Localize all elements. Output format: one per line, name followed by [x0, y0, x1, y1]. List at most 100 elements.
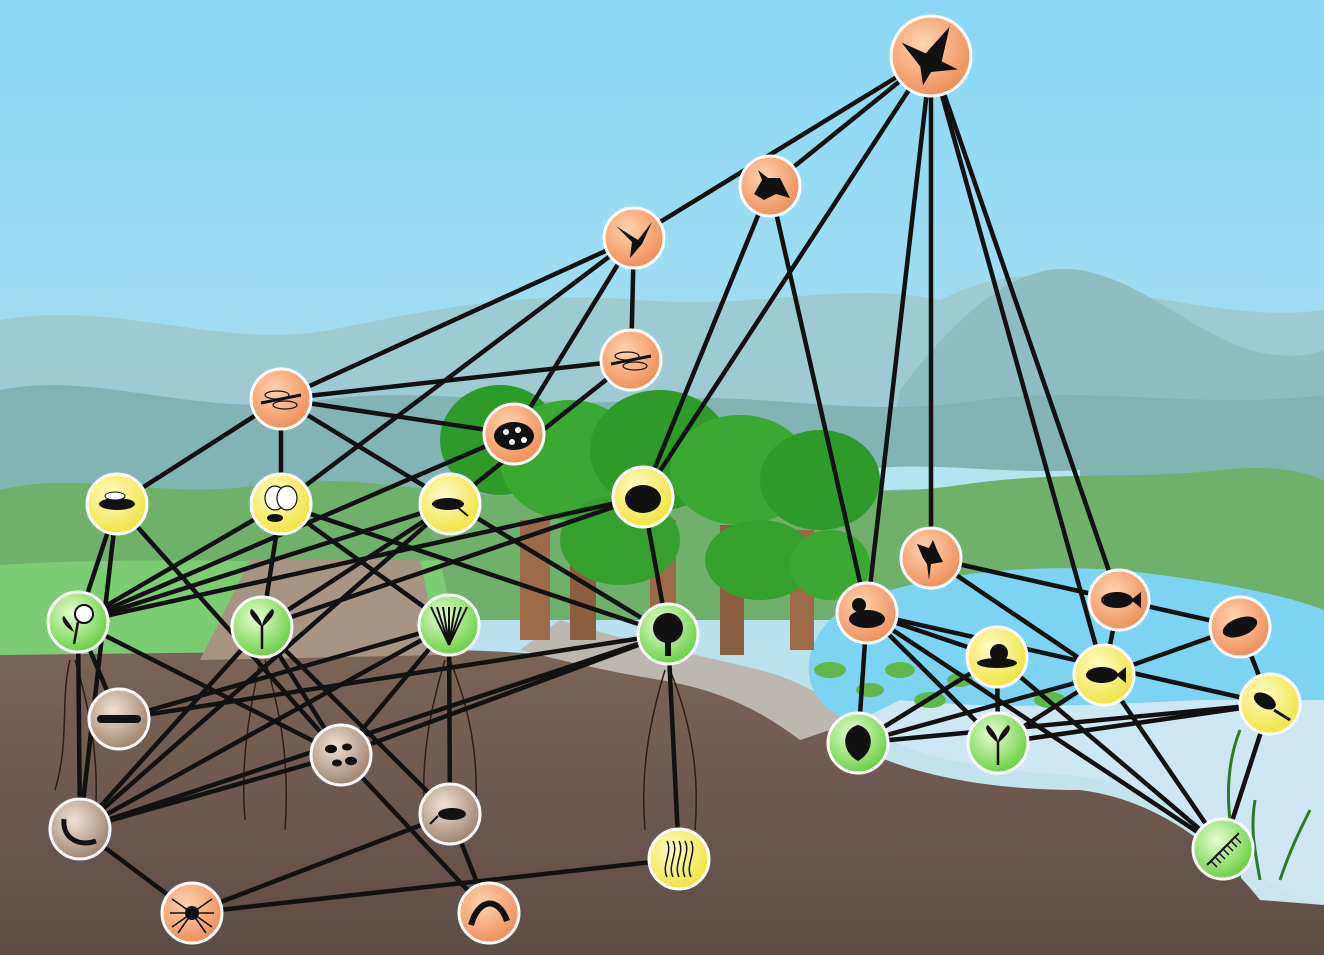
node-centipede-disc [457, 881, 521, 945]
link-eagle-fish [928, 53, 1107, 678]
water-seedling-icon [986, 725, 1010, 765]
link-worm-microbes [77, 752, 344, 832]
node-flower [46, 590, 110, 654]
spider-icon [170, 898, 214, 934]
link-swallow-lacewing [278, 235, 637, 402]
link-dragonfly-lacewing [278, 357, 634, 402]
node-fox [738, 154, 802, 218]
link-eagle-swallow [631, 53, 934, 241]
node-worm-disc [48, 797, 112, 861]
hedgehog-icon [625, 485, 661, 513]
link-wasp-microbes [114, 501, 344, 758]
link-duck-pondweed [864, 610, 1226, 852]
tree-icon [653, 613, 683, 656]
springtail-icon [429, 808, 466, 825]
link-lacewing-ladybird [278, 396, 517, 437]
node-heron [899, 526, 963, 590]
leaf-plant-icon [845, 725, 871, 761]
duck-icon [849, 598, 885, 628]
link-grass-millipede [116, 622, 452, 722]
link-tadpole-leaf-plant [855, 701, 1273, 746]
node-ladybird [482, 402, 546, 466]
link-swallow-butterfly [278, 235, 637, 507]
link-butterfly-grass [278, 501, 452, 628]
link-duck-tadpole [864, 610, 1273, 707]
link-fish-pondweed [1101, 672, 1226, 852]
link-seedling-springtail [259, 624, 453, 817]
swallow-icon [616, 222, 652, 258]
grass-icon [430, 606, 468, 646]
node-worm [48, 797, 112, 861]
centipede-icon [468, 900, 510, 926]
link-swallow-ladybird [511, 235, 637, 437]
fox-icon [754, 170, 790, 200]
link-grasshopper-seedling [259, 501, 453, 630]
link-heron-fish [928, 555, 1107, 678]
link-tree-worm [77, 631, 671, 832]
link-grasshopper-worm [77, 501, 453, 832]
link-tree-millipede [116, 631, 671, 722]
link-butterfly-tree [278, 501, 671, 637]
node-grass [417, 593, 481, 657]
millipede-icon [97, 715, 141, 723]
grasshopper-icon [432, 498, 469, 517]
link-snail-pondweed [994, 654, 1226, 852]
flower-icon [62, 604, 94, 645]
node-spider [160, 881, 224, 945]
ladybird-icon [494, 422, 534, 450]
node-seedling [230, 595, 294, 659]
node-dragonfly [599, 328, 663, 392]
path [520, 620, 860, 740]
node-fungi [647, 827, 711, 891]
node-tree [636, 602, 700, 666]
water-beetle-icon [1222, 616, 1258, 638]
node-pike [1087, 568, 1151, 632]
wasp-icon [99, 491, 135, 510]
link-eagle-duck [864, 53, 934, 616]
link-fish-leaf-plant [855, 672, 1107, 746]
node-millipede [87, 687, 151, 751]
fungi-icon [664, 840, 694, 878]
link-fox-duck [767, 183, 870, 616]
node-microbes-disc [309, 723, 373, 787]
link-spider-springtail [189, 811, 453, 916]
link-grasshopper-flower [75, 501, 453, 625]
worm-icon [61, 818, 97, 846]
node-swallow [602, 206, 666, 270]
node-eagle [889, 14, 973, 98]
link-grass-worm [77, 622, 452, 832]
pike-icon [1101, 592, 1141, 608]
node-pondweed [1191, 817, 1255, 881]
node-water-seedling [966, 711, 1030, 775]
link-lacewing-wasp [114, 396, 284, 507]
food-web-nodes [46, 14, 1302, 945]
microbes-icon [325, 743, 357, 767]
lacewing-icon [260, 390, 302, 410]
eagle-icon [901, 26, 958, 86]
link-heron-pike [928, 555, 1122, 603]
node-tadpole [1238, 672, 1302, 736]
link-grass-springtail [446, 622, 453, 817]
node-lacewing [249, 367, 313, 431]
link-butterfly-flower [75, 501, 284, 625]
link-tree-microbes [338, 631, 671, 758]
node-springtail [418, 782, 482, 846]
link-eagle-hedgehog [640, 53, 934, 500]
heron-icon [917, 540, 943, 580]
link-eagle-pike [928, 53, 1122, 603]
snail-icon [977, 644, 1017, 668]
node-snail [965, 625, 1029, 689]
node-centipede [457, 881, 521, 945]
link-flower-worm [75, 619, 83, 832]
node-fish [1072, 643, 1136, 707]
node-duck [835, 581, 899, 645]
link-spider-fungi [189, 856, 682, 916]
node-wasp [85, 472, 149, 536]
fish-icon [1086, 667, 1126, 683]
node-butterfly [249, 472, 313, 536]
node-leaf-plant [826, 711, 890, 775]
link-seedling-worm [77, 624, 265, 832]
node-water-beetle [1208, 595, 1272, 659]
butterfly-icon [264, 485, 298, 522]
